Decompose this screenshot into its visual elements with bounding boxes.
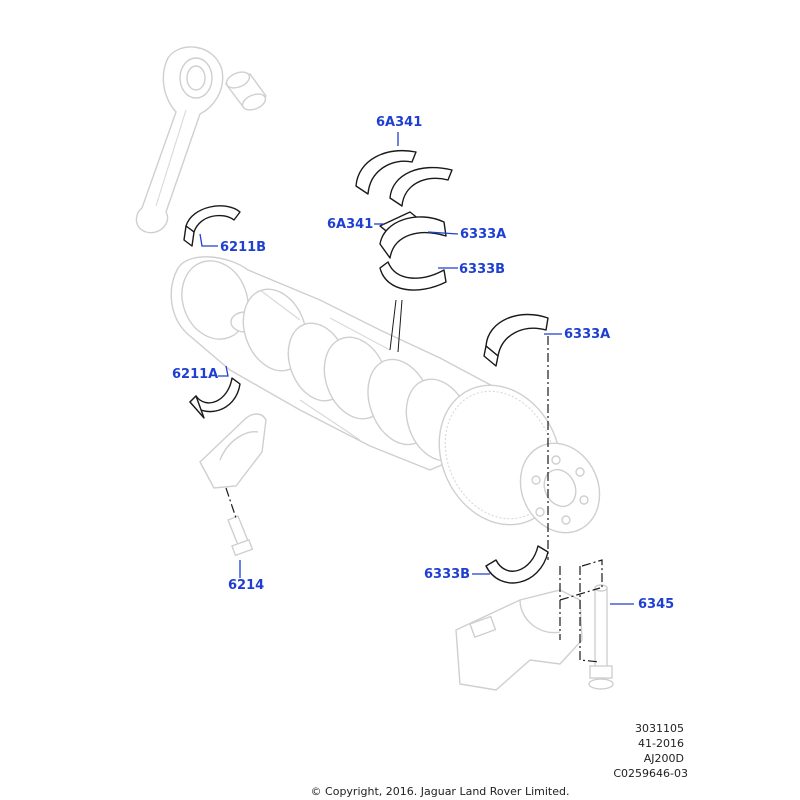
pin-bush-ghost (224, 71, 268, 111)
reference-line-4: C0259646-03 (613, 767, 688, 780)
reference-line-2: 41-2016 (638, 737, 684, 750)
main-bearing-shell-6333b[interactable] (485, 545, 549, 584)
connecting-rod-ghost (135, 46, 224, 234)
copyright-notice: © Copyright, 2016. Jaguar Land Rover Lim… (310, 785, 570, 798)
callout-6345[interactable]: 6345 (638, 597, 675, 612)
callout-6a341-mid[interactable]: 6A341 (327, 217, 374, 232)
reference-line-3: AJ200D (643, 752, 684, 765)
rod-cap-ghost (199, 413, 267, 489)
callout-6333a-right[interactable]: 6333A (564, 327, 611, 342)
callout-6333a-top[interactable]: 6333A (460, 227, 507, 242)
leader-lines (199, 132, 634, 605)
flywheel-gear-ghost (438, 384, 601, 534)
callout-6333b-bottom[interactable]: 6333B (424, 567, 471, 582)
main-bearing-cap-ghost (455, 589, 583, 691)
bearing-shell-6211b[interactable] (183, 205, 241, 247)
main-bearing-shell-6333a[interactable] (483, 313, 549, 367)
reference-line-1: 3031105 (635, 722, 684, 735)
callout-6214[interactable]: 6214 (228, 578, 265, 593)
callout-6211b[interactable]: 6211B (220, 240, 267, 255)
top-mark: ' (118, 0, 121, 7)
thrust-washer-top[interactable] (355, 150, 453, 207)
main-bearing-shell-upper[interactable] (379, 216, 447, 291)
rod-bolt-ghost (227, 515, 254, 557)
main-cap-bolt-ghost (588, 584, 614, 690)
alignment-lines (225, 299, 603, 663)
callout-6a341-top[interactable]: 6A341 (376, 115, 423, 130)
callout-6333b-top[interactable]: 6333B (459, 262, 506, 277)
callout-6211a[interactable]: 6211A (172, 367, 219, 382)
bearing-shell-6211a[interactable] (189, 377, 241, 419)
